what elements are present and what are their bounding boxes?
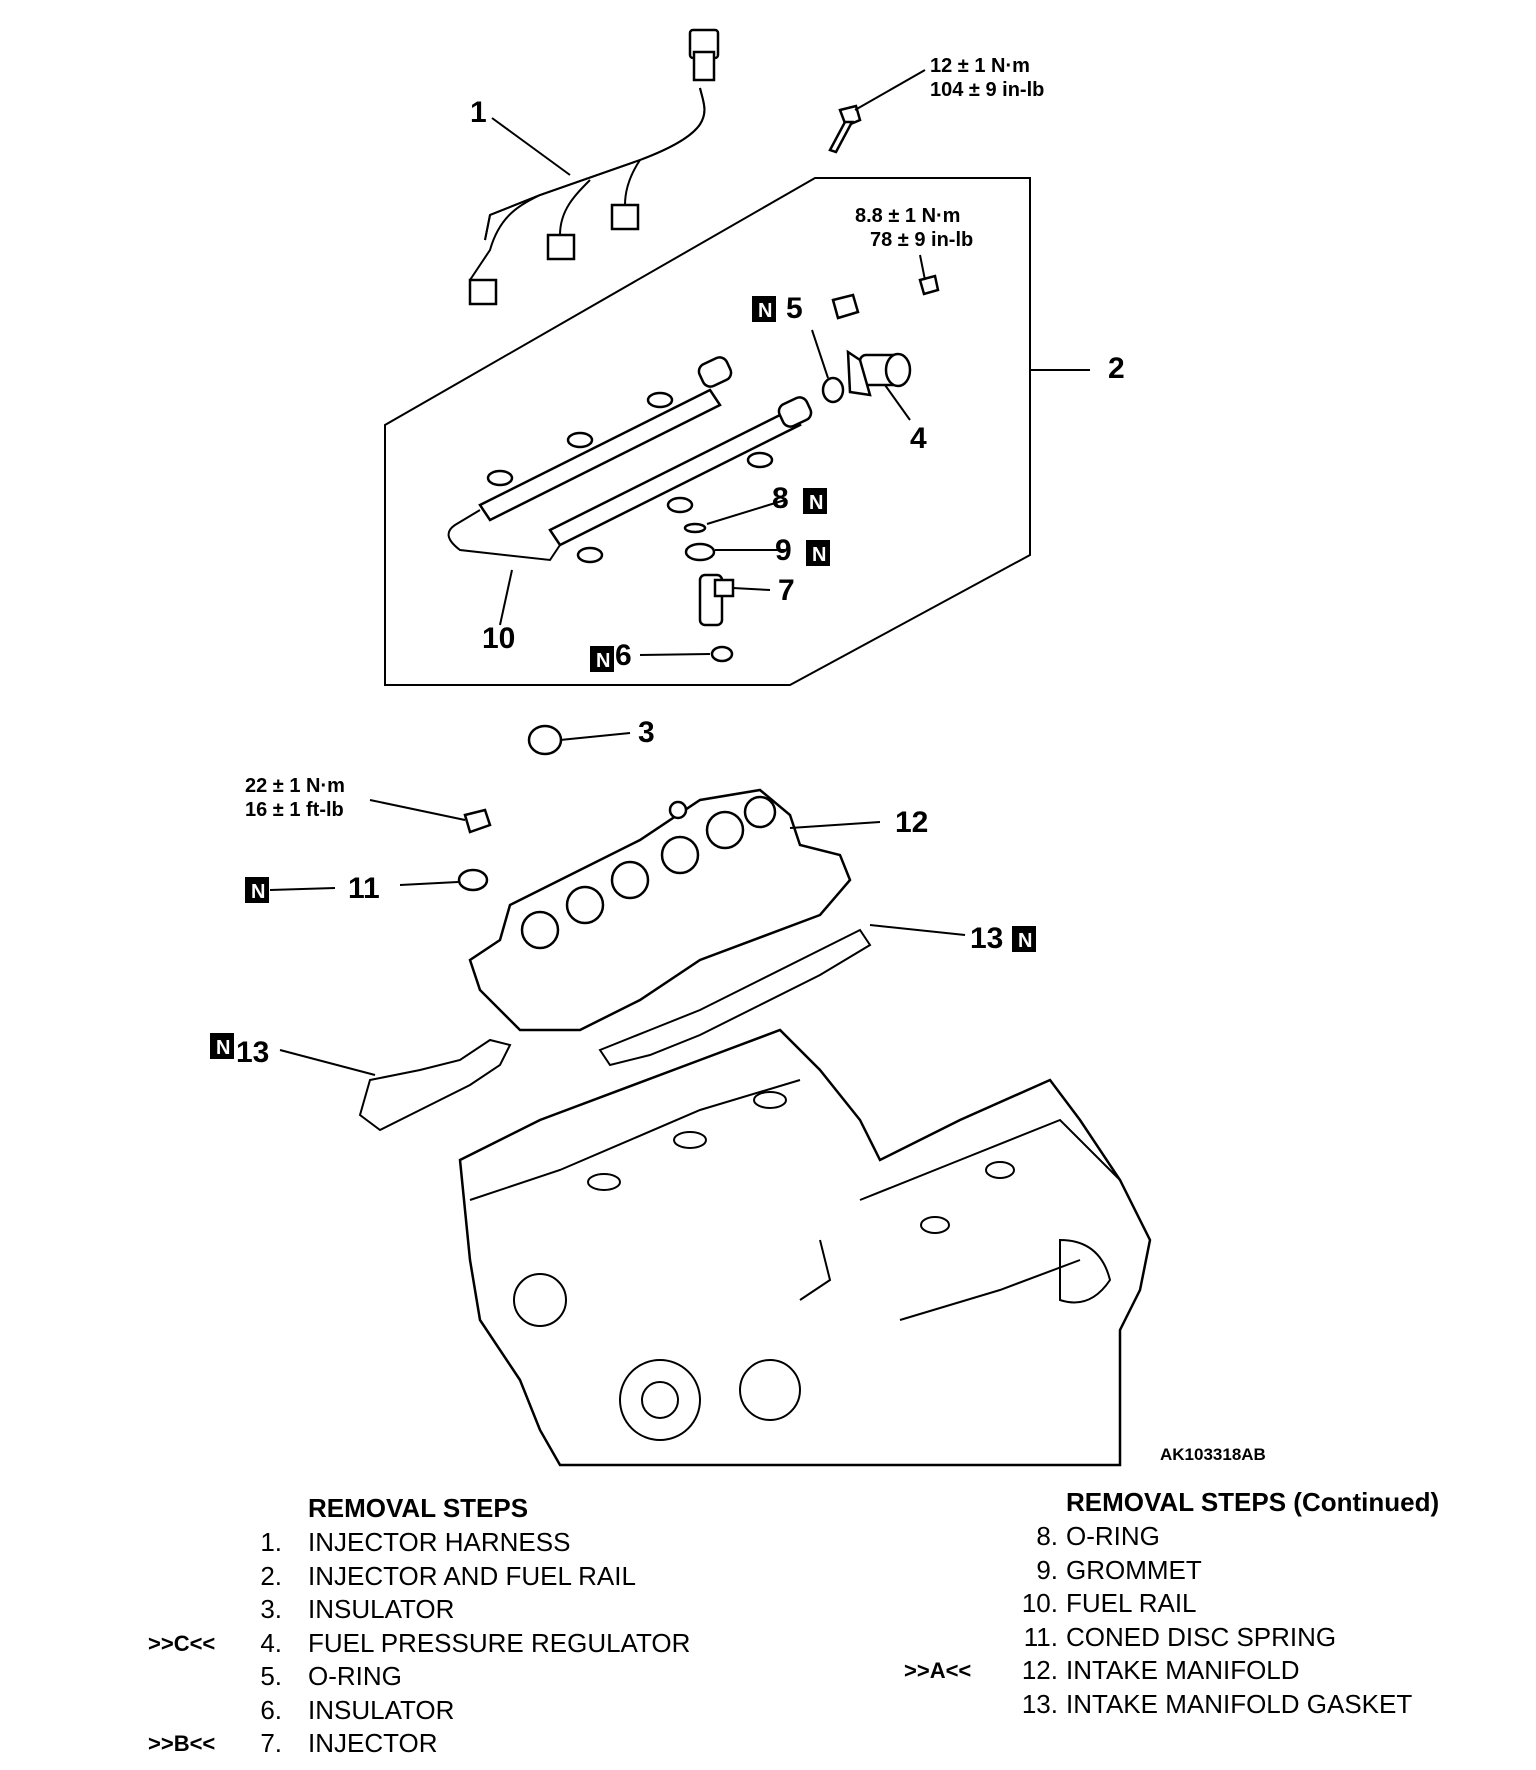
- step-row: >>B<<7.INJECTOR: [148, 1728, 438, 1758]
- svg-text:N: N: [216, 1037, 230, 1059]
- step-row: 2.INJECTOR AND FUEL RAIL: [260, 1560, 636, 1591]
- callout-12: 12: [895, 806, 928, 839]
- torque-manifold-nut-metric: 22 ± 1 N·m: [245, 775, 345, 797]
- fuel-pressure-regulator: [811, 254, 940, 421]
- fuel-rail: [447, 356, 813, 626]
- callout-3: 3: [638, 716, 655, 749]
- callout-13-left: 13: [236, 1036, 269, 1069]
- step-row: 8.O-RING: [1036, 1521, 1160, 1551]
- removal-steps-continued-title: REMOVAL STEPS (Continued): [1066, 1487, 1440, 1517]
- new-part-marker-11: N: [245, 877, 269, 903]
- injector-harness: [468, 28, 720, 306]
- svg-text:N: N: [812, 544, 826, 566]
- intake-manifold-gasket: [279, 924, 966, 1132]
- injector-parts: [639, 499, 786, 663]
- step-row: 10.FUEL RAIL: [1021, 1588, 1197, 1618]
- svg-text:N: N: [251, 881, 265, 903]
- callout-6: 6: [615, 639, 632, 672]
- new-part-marker-5: N: [752, 296, 776, 322]
- new-part-marker-9: N: [806, 540, 830, 566]
- new-part-marker-6: N: [590, 646, 614, 672]
- step-row: >>C<<4.FUEL PRESSURE REGULATOR: [148, 1627, 691, 1658]
- top-bolt: [828, 69, 926, 154]
- intake-manifold: [468, 788, 881, 1032]
- callout-10: 10: [482, 622, 515, 655]
- insulator: [527, 724, 631, 756]
- svg-text:N: N: [809, 492, 823, 514]
- torque-regulator-bolt-imperial: 78 ± 9 in-lb: [870, 229, 973, 251]
- step-row: 6.INSULATOR: [260, 1694, 455, 1725]
- step-row: 1.INJECTOR HARNESS: [260, 1527, 571, 1557]
- engine-block: [458, 1028, 1152, 1467]
- callout-13-right: 13: [970, 922, 1003, 955]
- callout-8: 8: [772, 482, 789, 515]
- exploded-parts-diagram: 1 2 3 4 5 6 7 8 9 10 11 12 13 13 N N N N…: [210, 28, 1266, 1467]
- step-row: 3.INSULATOR: [260, 1594, 455, 1624]
- step-row: 11.CONED DISC SPRING: [1023, 1621, 1337, 1652]
- step-row: 9.GROMMET: [1036, 1554, 1202, 1585]
- step-row: 5.O-RING: [260, 1661, 402, 1691]
- step-row: 13.INTAKE MANIFOLD GASKET: [1021, 1688, 1413, 1719]
- callout-5: 5: [786, 292, 803, 325]
- callout-7: 7: [778, 574, 795, 607]
- removal-steps-title: REMOVAL STEPS: [308, 1493, 529, 1523]
- figure-id: AK103318AB: [1160, 1445, 1266, 1464]
- svg-text:N: N: [758, 300, 772, 322]
- torque-regulator-bolt-metric: 8.8 ± 1 N·m: [855, 205, 960, 227]
- manifold-nut-and-spring: [269, 799, 492, 892]
- callout-1: 1: [470, 96, 487, 129]
- new-part-marker-13-left: N: [210, 1033, 234, 1059]
- svg-text:N: N: [596, 650, 610, 672]
- new-part-marker-8: N: [803, 488, 827, 514]
- svg-text:N: N: [1018, 930, 1032, 952]
- new-part-marker-13-right: N: [1012, 926, 1036, 952]
- fuel-rail-assembly-box: [384, 177, 1090, 686]
- torque-manifold-nut-imperial: 16 ± 1 ft-lb: [245, 799, 344, 821]
- step-row: >>A<<12.INTAKE MANIFOLD: [904, 1655, 1300, 1685]
- torque-top-bolt-imperial: 104 ± 9 in-lb: [930, 79, 1044, 101]
- callout-11: 11: [348, 872, 380, 905]
- torque-top-bolt-metric: 12 ± 1 N·m: [930, 55, 1030, 77]
- callout-2: 2: [1108, 352, 1125, 385]
- callout-4: 4: [910, 422, 927, 455]
- callout-9: 9: [775, 534, 792, 567]
